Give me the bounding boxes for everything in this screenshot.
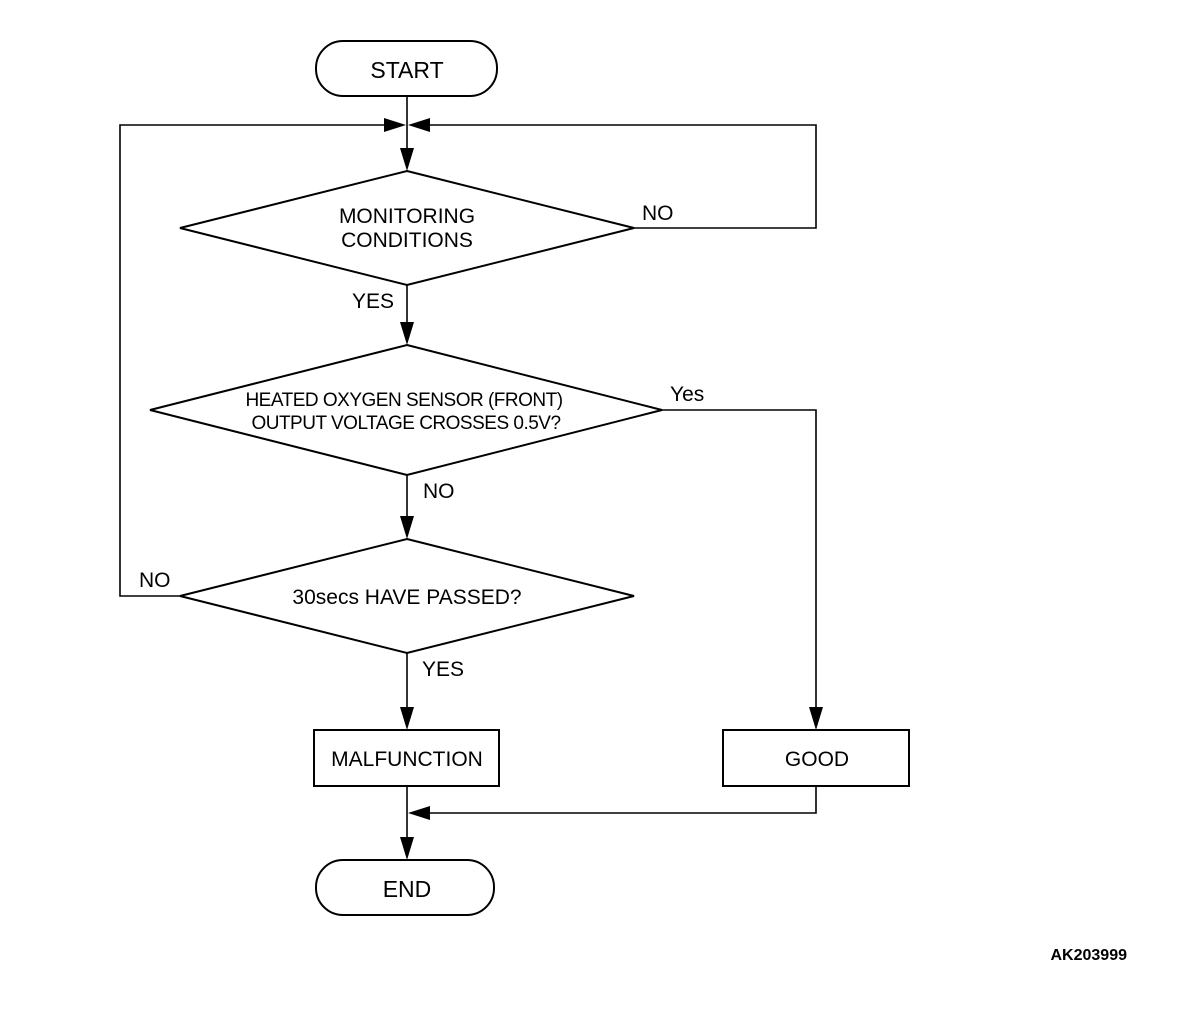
arrowhead-to-sensor [400, 322, 414, 345]
monitoring-label-line2: CONDITIONS [341, 229, 473, 252]
arrowhead-to-malfunction [400, 707, 414, 730]
connector-good-end [424, 786, 817, 814]
branch-monitoring-yes: YES [352, 290, 394, 313]
arrowhead-to-end [400, 837, 414, 860]
sensor-decision [149, 343, 663, 477]
branch-timer-no: NO [139, 569, 171, 592]
connector-sensor-yes [662, 409, 817, 712]
malfunction-box [313, 729, 500, 787]
branch-sensor-no: NO [423, 480, 455, 503]
arrowhead-to-timer [400, 516, 414, 539]
arrowhead-left-loop [384, 118, 406, 132]
arrowhead-to-good [809, 707, 823, 730]
sensor-label-line1: HEATED OXYGEN SENSOR (FRONT) [245, 390, 562, 411]
start-label: START [370, 57, 443, 83]
timer-label: 30secs HAVE PASSED? [292, 586, 521, 609]
connector-monitoring-no-loop [424, 124, 817, 229]
good-label: GOOD [785, 748, 849, 771]
arrowhead-to-monitoring [400, 148, 414, 171]
monitoring-label-line1: MONITORING [339, 205, 475, 228]
malfunction-label: MALFUNCTION [331, 748, 483, 771]
arrowhead-merge [408, 806, 430, 820]
end-terminal [315, 859, 495, 916]
branch-timer-yes: YES [422, 658, 464, 681]
branch-monitoring-no: NO [642, 202, 674, 225]
figure-id: AK203999 [1051, 947, 1128, 964]
good-box [722, 729, 910, 787]
monitoring-decision [179, 169, 635, 287]
sensor-label-line2: OUTPUT VOLTAGE CROSSES 0.5V? [251, 413, 560, 434]
branch-sensor-yes: Yes [670, 383, 704, 406]
start-terminal [315, 40, 498, 97]
connector-timer-no-loop [119, 124, 392, 597]
end-label: END [383, 876, 432, 902]
arrowhead-right-loop [408, 118, 430, 132]
timer-decision [179, 537, 635, 655]
